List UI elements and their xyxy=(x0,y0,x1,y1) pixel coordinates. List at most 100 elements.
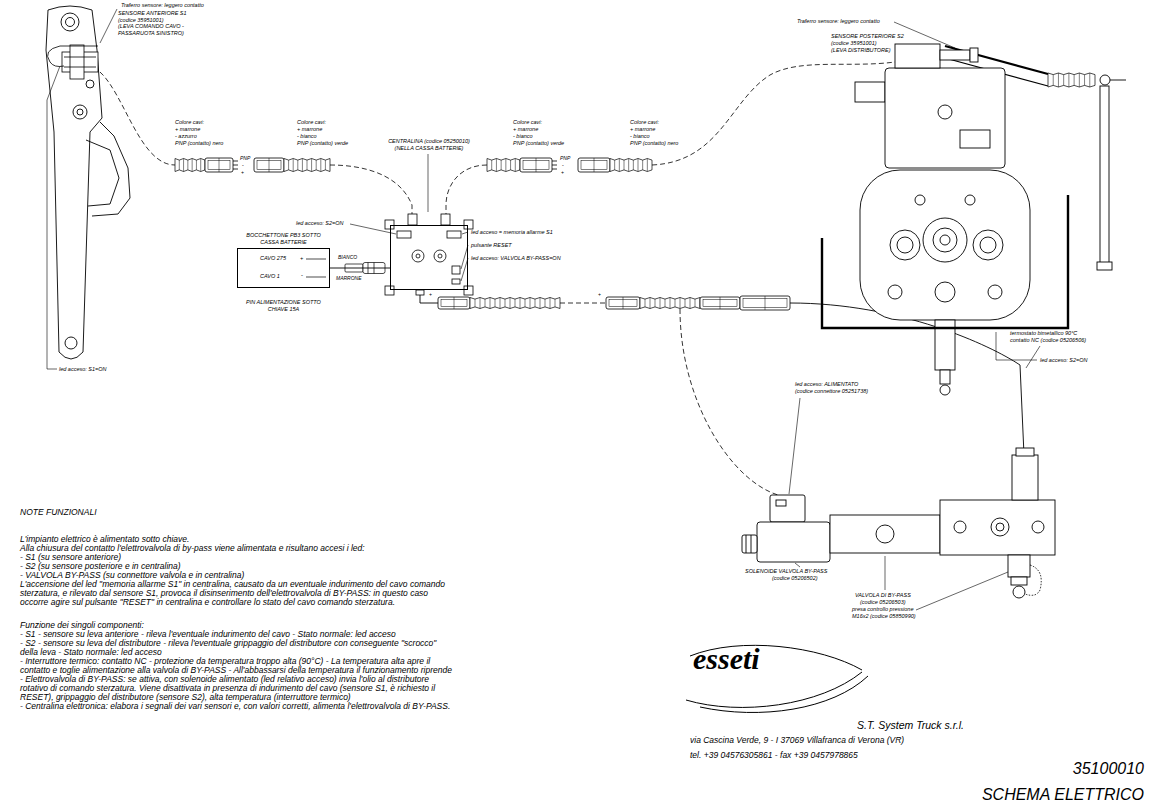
callout-label: Traferro sensore: leggero contatto xyxy=(797,18,880,24)
cable-bellows xyxy=(1089,73,1090,87)
callout-label: led acceso: ALIMENTATO xyxy=(795,381,858,387)
wire-color-label: - bianco xyxy=(297,133,317,139)
leader-line xyxy=(461,245,468,269)
part-label: VALVOLA DI BY-PASS xyxy=(855,592,911,598)
leader-line xyxy=(795,563,800,567)
cable-bellows xyxy=(505,299,506,307)
cable-bellows xyxy=(647,159,648,172)
cable-bellows xyxy=(690,298,691,309)
control-unit-box: CENTRALINA (codice 05250010) (NELLA CASS… xyxy=(390,225,468,290)
steering-distributor xyxy=(940,385,950,395)
connector-body xyxy=(720,297,721,309)
connector-body xyxy=(219,158,220,172)
bypass-valve xyxy=(940,500,1055,555)
company-logo: esseti xyxy=(693,644,760,674)
company-name: S.T. System Truck s.r.l. xyxy=(857,719,964,731)
company-address: via Cascina Verde, 9 - I 37069 Villafran… xyxy=(690,736,904,746)
sensor-s1 xyxy=(70,45,84,79)
bypass-valve xyxy=(742,535,757,553)
cable-bellows xyxy=(530,298,531,309)
cable-bellows xyxy=(510,298,511,309)
wire-color-label: PNP (contatto) nero xyxy=(630,140,678,146)
callout-label: led acceso = memoria allarme S1 xyxy=(471,229,553,235)
leader-line xyxy=(916,572,1008,610)
cable-bellows xyxy=(325,160,326,170)
terminal-sign: - xyxy=(301,272,303,279)
steering-distributor xyxy=(965,195,975,205)
connector-body xyxy=(578,158,610,172)
cable-bellows xyxy=(496,159,497,172)
cable-bellows xyxy=(500,298,501,309)
wire-color-label: + marrone xyxy=(513,126,538,132)
logo-swoosh xyxy=(686,672,862,707)
cable-bellows xyxy=(495,299,496,307)
connector-body xyxy=(740,296,790,310)
bypass-valve xyxy=(776,500,786,506)
wire-color-label: + marrone xyxy=(297,126,322,132)
cable-bellows xyxy=(293,159,294,172)
part-label: presa controllo pressione xyxy=(852,606,913,612)
bypass-valve xyxy=(996,523,1004,531)
cable-bellows xyxy=(650,298,651,309)
bypass-valve xyxy=(1011,577,1027,585)
wire-color-label: + marrone xyxy=(175,126,200,132)
connector-body xyxy=(765,296,766,310)
steering-distributor xyxy=(890,230,920,260)
cable-bellows xyxy=(187,160,188,170)
cable-bellows xyxy=(505,159,506,172)
steering-distributor xyxy=(923,218,967,262)
leader-line xyxy=(996,332,1037,360)
bypass-valve xyxy=(991,518,1009,536)
drawing-title: SCHEMA ELETTRICO xyxy=(982,786,1144,804)
control-unit-detail xyxy=(412,250,424,262)
power-cable xyxy=(790,303,1024,455)
connector xyxy=(175,73,1095,310)
steering-lever xyxy=(86,80,94,88)
cable-bellows xyxy=(487,159,520,172)
cable-bellows xyxy=(1053,75,1054,86)
steering-distributor xyxy=(888,285,902,299)
cable-bellows xyxy=(619,159,620,172)
cable-connector xyxy=(330,268,390,269)
sensor-cable xyxy=(330,165,412,214)
control-unit-detail xyxy=(416,254,420,258)
cable-bellows xyxy=(1063,75,1064,86)
cable-bellows xyxy=(175,159,205,172)
cable-bellows xyxy=(1068,73,1069,87)
steering-lever xyxy=(73,105,87,119)
terminal-label: CAVO 275 xyxy=(260,255,286,262)
steering-lever xyxy=(77,109,83,115)
cable-bellows xyxy=(302,159,303,172)
steering-distributor xyxy=(860,170,1030,320)
cable-bellows xyxy=(192,159,193,172)
bypass-valve xyxy=(1012,455,1038,500)
sensor-s1 xyxy=(48,46,98,67)
connector-body xyxy=(536,158,537,172)
part-label: termostato bimetallico 90°C xyxy=(1010,330,1077,336)
bypass-valve xyxy=(746,535,747,553)
cable-bellows xyxy=(515,299,516,307)
cable-bellows xyxy=(501,160,502,170)
connector-body xyxy=(594,158,595,172)
control-unit-detail xyxy=(434,250,446,262)
control-unit-detail xyxy=(438,254,442,258)
cable-bellows xyxy=(675,299,676,307)
steering-distributor xyxy=(960,130,990,148)
wire-color-label: + marrone xyxy=(630,126,655,132)
wire-label: BIANCO xyxy=(338,255,357,261)
sensor-s1 xyxy=(64,57,96,58)
cable-bellows xyxy=(311,159,312,172)
bypass-valve xyxy=(770,495,805,522)
pin-label: - xyxy=(242,163,244,169)
wire-color-label: - bianco xyxy=(513,133,533,139)
logo-swoosh xyxy=(700,676,868,712)
pin-label: PNP xyxy=(240,156,250,162)
steering-distributor xyxy=(970,48,978,62)
connector-body xyxy=(623,297,624,309)
steering-distributor xyxy=(973,230,1003,260)
cable-bellows xyxy=(307,160,308,170)
part-label: contatto NC (codice 05206506) xyxy=(1010,337,1086,343)
steering-distributor xyxy=(897,237,913,253)
leader-line xyxy=(1026,346,1040,368)
